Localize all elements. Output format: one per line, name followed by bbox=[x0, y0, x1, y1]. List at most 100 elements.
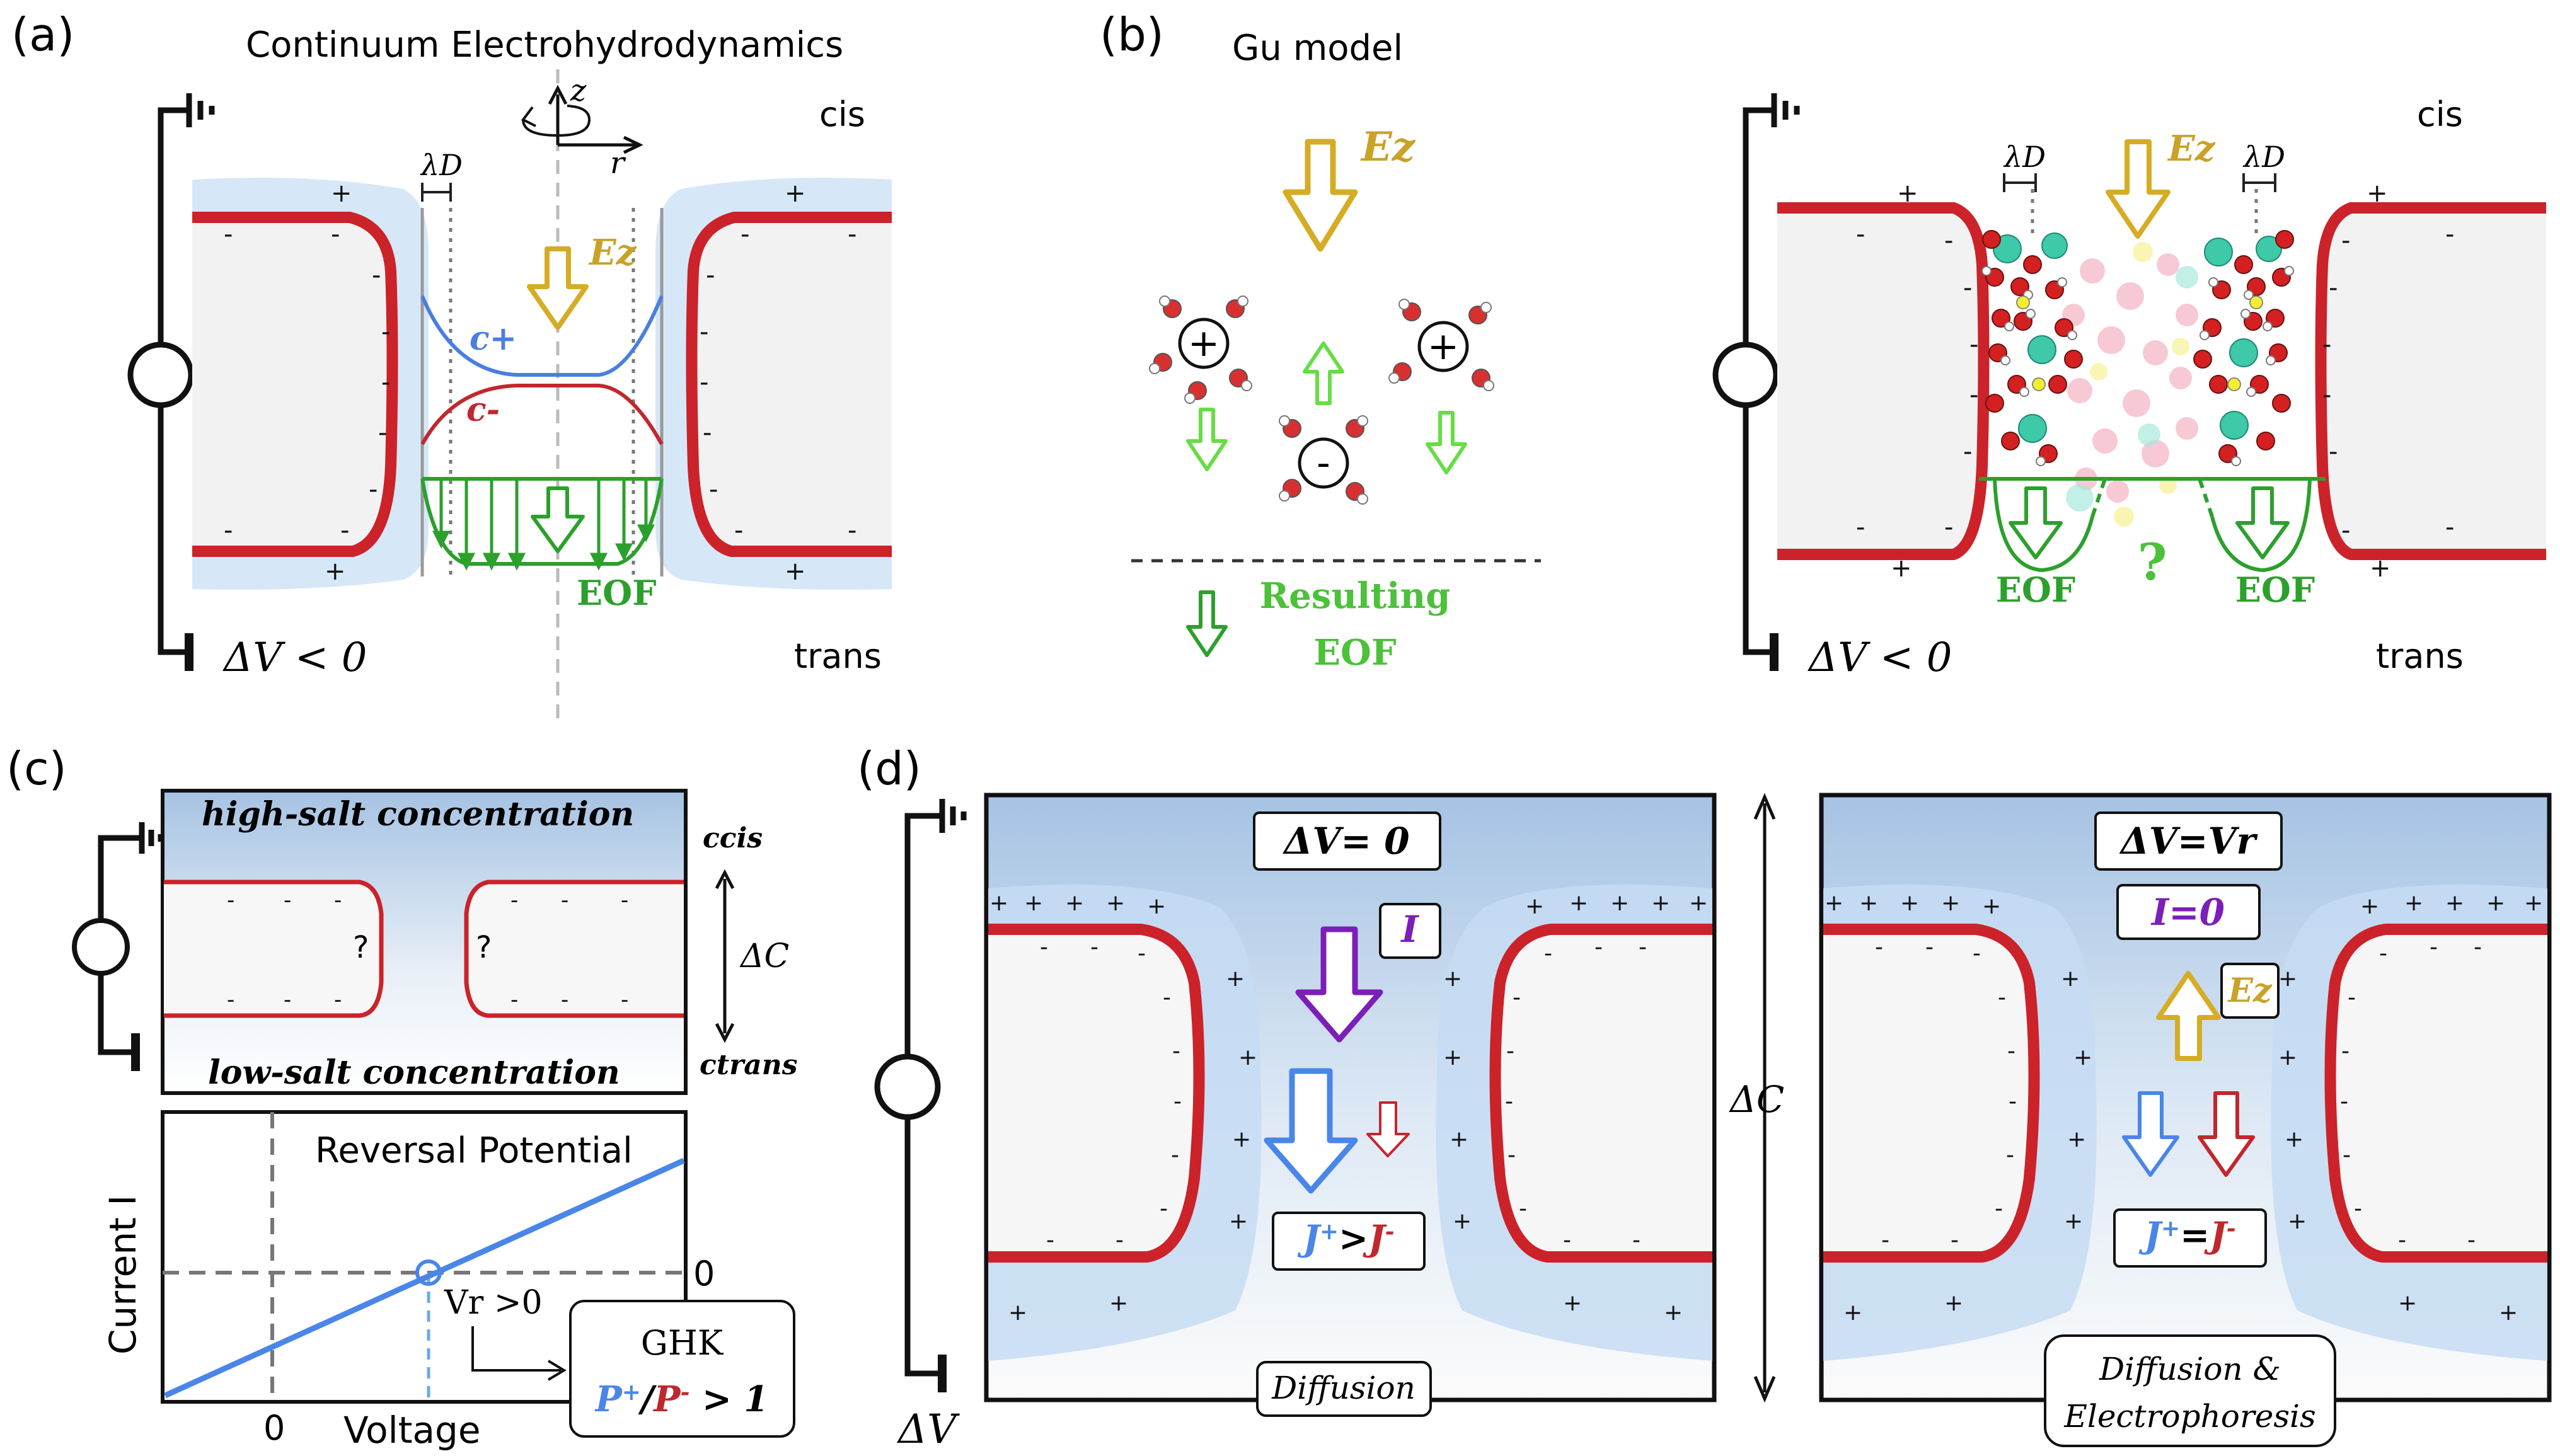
cation-flux-arrow-right bbox=[2122, 1091, 2179, 1177]
membrane-left bbox=[192, 217, 393, 551]
voltmeter-icon bbox=[127, 341, 194, 408]
charges-a: + + + + - - - - - - - - - - - - - - - - … bbox=[224, 179, 856, 586]
svg-text:+: + bbox=[1450, 1126, 1468, 1152]
charges-b: + + + + - - - - - - - - - - - - - - - - bbox=[1856, 179, 2454, 583]
ghk-box bbox=[569, 1300, 795, 1438]
svg-text:-: - bbox=[734, 516, 743, 545]
lambda-d-label-b-right: λD bbox=[2242, 140, 2285, 174]
svg-text:-: - bbox=[369, 475, 378, 504]
ghk-ratio: P+/P- > 1 bbox=[594, 1379, 769, 1420]
current-label: I bbox=[1400, 908, 1419, 951]
svg-text:-: - bbox=[1881, 1227, 1889, 1253]
dv-label-b: ΔV < 0 bbox=[1807, 634, 1952, 681]
svg-text:-: - bbox=[1963, 437, 1972, 466]
flux-label-left: J+>J- bbox=[1297, 1218, 1394, 1259]
svg-text:-: - bbox=[2474, 934, 2482, 960]
svg-text:+: + bbox=[2367, 179, 2388, 208]
svg-text:-: - bbox=[2329, 437, 2338, 466]
ez-box-d bbox=[2220, 963, 2280, 1019]
zero-current-label: I=0 bbox=[2150, 891, 2225, 934]
svg-text:+: + bbox=[1024, 890, 1043, 916]
svg-text:-: - bbox=[700, 368, 708, 397]
svg-text:-: - bbox=[1875, 934, 1883, 960]
svg-text:+: + bbox=[1226, 966, 1245, 992]
svg-text:-: - bbox=[1090, 934, 1098, 960]
panel-c: (c) - - - - - - - - - - - - ? ? bbox=[6, 742, 798, 1452]
svg-text:+: + bbox=[1229, 1208, 1248, 1234]
dv-vr-label: ΔV=Vr bbox=[2119, 820, 2259, 863]
graph-xlabel: Voltage bbox=[343, 1409, 481, 1452]
lambda-d-label-b-left: λD bbox=[2003, 140, 2046, 174]
svg-text:+: + bbox=[1897, 179, 1918, 208]
svg-text:-: - bbox=[1163, 985, 1171, 1011]
svg-text:-: - bbox=[1506, 1038, 1514, 1064]
svg-text:+: + bbox=[1232, 1126, 1251, 1152]
svg-text:-: - bbox=[2341, 1038, 2350, 1064]
panel-b-title: Gu model bbox=[1232, 28, 1403, 69]
ez-arrow-a bbox=[527, 246, 589, 330]
panel-c-label: (c) bbox=[6, 742, 67, 795]
svg-text:-: - bbox=[2322, 330, 2331, 359]
svg-text:-: - bbox=[1995, 1196, 2003, 1222]
low-salt-label: low-salt concentration bbox=[208, 1053, 620, 1092]
svg-text:+: + bbox=[2486, 890, 2505, 916]
delta-c-label-c: ΔC bbox=[739, 937, 789, 975]
svg-text:-: - bbox=[340, 516, 349, 545]
svg-text:-: - bbox=[227, 987, 234, 1012]
c-cis-label: ccis bbox=[703, 822, 763, 854]
rev-curve bbox=[164, 1157, 685, 1399]
svg-text:+: + bbox=[1065, 890, 1084, 916]
diffusion-label: Diffusion bbox=[1271, 1370, 1415, 1406]
svg-text:-: - bbox=[700, 318, 708, 347]
eof-small-arrow-1 bbox=[1186, 408, 1228, 471]
svg-text:-: - bbox=[2445, 220, 2454, 249]
eof-result-arrow bbox=[1186, 590, 1228, 657]
axis-r-label: r bbox=[610, 146, 626, 181]
cation-cluster-left: + bbox=[1149, 295, 1252, 404]
c-minus-label: c- bbox=[466, 391, 500, 429]
cation-flux-arrow bbox=[1264, 1068, 1358, 1194]
circuit-a bbox=[158, 93, 215, 671]
panel-a-title: Continuum Electrohydrodynamics bbox=[246, 25, 843, 66]
question-b: ? bbox=[2138, 532, 2167, 592]
dv-label-d: ΔV bbox=[896, 1406, 960, 1453]
anion-cluster: - bbox=[1279, 415, 1368, 505]
eof-label-b-left: EOF bbox=[1996, 570, 2076, 610]
svg-text:-: - bbox=[1544, 941, 1552, 966]
svg-text:-: - bbox=[706, 261, 715, 290]
svg-text:-: - bbox=[2445, 513, 2454, 542]
svg-text:+: + bbox=[325, 557, 346, 586]
eof-small-arrow-2 bbox=[1303, 341, 1344, 405]
high-salt-label: high-salt concentration bbox=[202, 795, 634, 834]
svg-text:-: - bbox=[1969, 381, 1978, 410]
svg-text:+: + bbox=[1188, 321, 1219, 365]
svg-text:-: - bbox=[2341, 516, 2350, 545]
vr-label: Vr >0 bbox=[444, 1284, 543, 1322]
c-trans-label: ctrans bbox=[700, 1049, 798, 1081]
ez-arrow-b bbox=[1283, 139, 1358, 252]
svg-text:-: - bbox=[621, 888, 628, 913]
svg-text:-: - bbox=[1969, 330, 1978, 359]
graph-zero-x: 0 bbox=[263, 1408, 285, 1448]
svg-text:-: - bbox=[1639, 934, 1647, 960]
svg-text:-: - bbox=[709, 475, 718, 504]
svg-text:-: - bbox=[378, 418, 387, 447]
svg-text:-: - bbox=[621, 987, 628, 1012]
circuit-c bbox=[98, 822, 164, 1071]
svg-text:-: - bbox=[334, 987, 342, 1012]
svg-text:-: - bbox=[2430, 934, 2438, 960]
svg-text:-: - bbox=[2322, 381, 2331, 410]
svg-text:+: + bbox=[331, 179, 352, 208]
svg-text:+: + bbox=[1008, 1300, 1027, 1326]
svg-text:+: + bbox=[2360, 893, 2379, 919]
svg-text:+: + bbox=[1443, 1045, 1462, 1070]
svg-text:+: + bbox=[1106, 890, 1125, 916]
svg-text:-: - bbox=[1513, 985, 1521, 1011]
svg-text:+: + bbox=[989, 890, 1008, 916]
ez-arrow-b-right bbox=[2106, 139, 2171, 239]
graph-zero-y: 0 bbox=[693, 1254, 715, 1293]
diff-electro-line2: Electrophoresis bbox=[2063, 1398, 2315, 1435]
svg-text:+: + bbox=[2061, 966, 2080, 992]
svg-text:-: - bbox=[334, 888, 342, 913]
voltmeter-icon-d bbox=[874, 1053, 941, 1120]
